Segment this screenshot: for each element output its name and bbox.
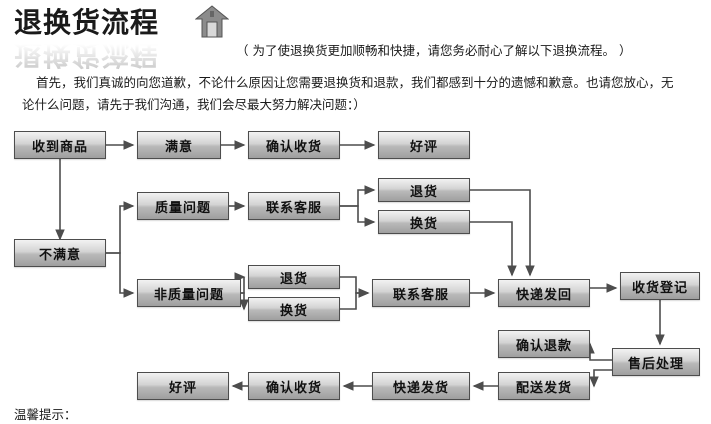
intro-paragraph: 首先，我们真诚的向您道歉，不论什么原因让您需要退换货和退款，我们都感到十分的遗憾…: [22, 72, 676, 116]
flow-node[interactable]: 配送发货: [498, 372, 590, 400]
page-title: 退换货流程: [14, 6, 160, 39]
flow-node[interactable]: 退货: [378, 178, 470, 202]
flow-node[interactable]: 确认收货: [248, 131, 340, 159]
page-title-reflection: 退换货流程: [14, 38, 160, 71]
flow-node[interactable]: 质量问题: [137, 192, 229, 220]
flow-node[interactable]: 快递发回: [498, 279, 590, 307]
flow-node[interactable]: 退货: [248, 265, 340, 289]
flow-node[interactable]: 快递发货: [372, 372, 470, 400]
intro-line-1: 首先，我们真诚的向您道歉，不论什么原因让您需要退换货和退款，我们都感到十分的遗憾…: [36, 75, 674, 90]
house-icon: [195, 5, 229, 38]
flow-node[interactable]: 好评: [378, 131, 470, 159]
flow-node[interactable]: 满意: [137, 131, 221, 159]
flow-node[interactable]: 好评: [137, 372, 229, 400]
flow-node[interactable]: 收到商品: [14, 131, 106, 159]
page-subtitle: （ 为了使退换货更加顺畅和快捷，请您务必耐心了解以下退换流程。 ）: [236, 43, 632, 58]
flow-node[interactable]: 换货: [248, 297, 340, 321]
flow-node[interactable]: 非质量问题: [137, 279, 241, 307]
flow-node[interactable]: 联系客服: [248, 192, 340, 220]
intro-line-2: 论什么问题，请先于我们沟通，我们会尽最大努力解决问题：）: [22, 97, 366, 112]
flow-node[interactable]: 收货登记: [620, 272, 700, 300]
flow-node[interactable]: 确认退款: [498, 330, 590, 358]
footer-note: 温馨提示：: [14, 407, 77, 422]
page-title-block: 退换货流程 退换货流程: [14, 6, 160, 71]
flow-node[interactable]: 不满意: [14, 239, 106, 267]
flow-node[interactable]: 确认收货: [248, 372, 340, 400]
flow-node[interactable]: 售后处理: [612, 348, 700, 376]
flow-node[interactable]: 换货: [378, 210, 470, 234]
flow-node[interactable]: 联系客服: [372, 279, 470, 307]
